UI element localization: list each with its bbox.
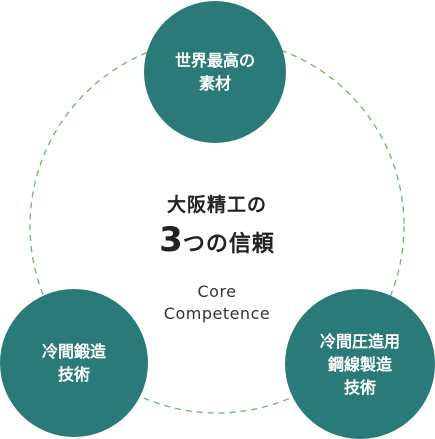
center-title-line1: 大阪精工の (166, 194, 267, 216)
node-left-line1: 冷間鍛造 (41, 342, 106, 361)
node-left-line2: 技術 (57, 365, 90, 384)
node-top-line2: 素材 (198, 74, 231, 93)
center-title-line2: 3つの信頼 (117, 220, 317, 266)
center-subtitle-line2: Competence (163, 304, 271, 323)
node-right-line2: 鋼線製造 (327, 354, 392, 374)
node-cold-heading-wire-technology: 冷間圧造用 鋼線製造 技術 (285, 289, 435, 439)
node-cold-forging-technology: 冷間鍛造 技術 (0, 289, 148, 437)
node-right-line3: 技術 (343, 377, 376, 397)
node-world-best-material: 世界最高の 素材 (144, 1, 286, 143)
center-subtitle: Core Competence (117, 281, 317, 325)
center-title: 大阪精工の 3つの信頼 (117, 192, 317, 266)
center-title-number: 3 (159, 220, 183, 260)
node-right-line1: 冷間圧造用 (319, 331, 400, 351)
center-title-rest: つの信頼 (182, 232, 275, 257)
center-subtitle-line1: Core (197, 282, 237, 301)
node-top-line1: 世界最高の (174, 51, 255, 70)
